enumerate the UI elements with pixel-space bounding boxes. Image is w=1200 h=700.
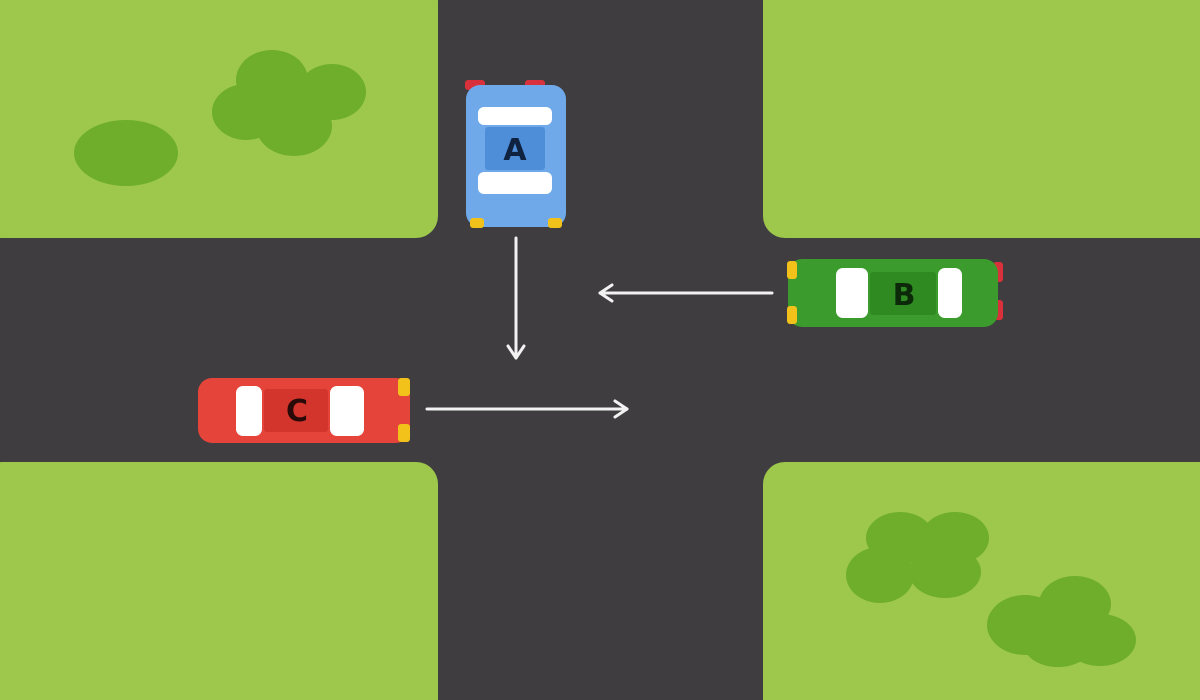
grass-bottom-left [0, 462, 438, 700]
grass-bottom-right [763, 462, 1200, 700]
car-c[interactable]: C [198, 378, 410, 443]
car-a[interactable]: A [465, 80, 566, 228]
car-a-label: A [503, 133, 527, 168]
car-b-label: B [893, 278, 916, 313]
car-c-label: C [286, 394, 308, 429]
car-b[interactable]: B [787, 259, 1003, 327]
grass-top-right [763, 0, 1200, 238]
